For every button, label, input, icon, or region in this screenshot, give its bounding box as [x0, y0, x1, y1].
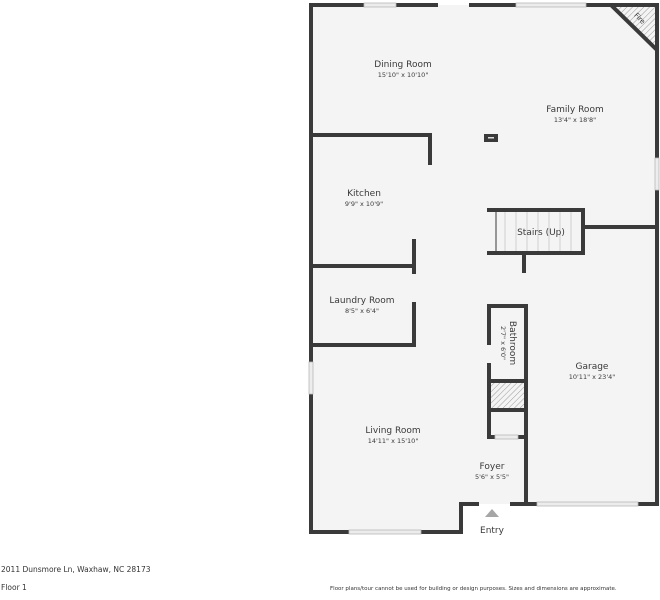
room-label-laundry: Laundry Room 8'5" x 6'4" [329, 296, 394, 315]
svg-text:15'10" x 10'10": 15'10" x 10'10" [378, 71, 429, 79]
room-label-garage: Garage 10'11" x 23'4" [569, 362, 615, 381]
svg-text:2'7" x 6'0": 2'7" x 6'0" [499, 326, 507, 360]
room-label-dining: Dining Room 15'10" x 10'10" [374, 60, 432, 79]
svg-text:Family Room: Family Room [546, 105, 603, 115]
floor-label: Floor 1 [1, 583, 27, 592]
fireplace: Fire [606, 3, 659, 55]
room-label-stairs: Stairs (Up) [517, 228, 565, 238]
svg-text:9'9" x 10'9": 9'9" x 10'9" [345, 200, 383, 208]
disclaimer: Floor plans/tour cannot be used for buil… [330, 586, 617, 592]
svg-text:Stairs (Up): Stairs (Up) [517, 228, 565, 238]
room-label-foyer: Foyer 5'6" x 5'5" [475, 462, 509, 481]
svg-text:5'6" x 5'5": 5'6" x 5'5" [475, 473, 509, 481]
svg-text:13'4" x 18'8": 13'4" x 18'8" [554, 116, 596, 124]
svg-text:8'5" x 6'4": 8'5" x 6'4" [345, 307, 379, 315]
svg-text:Laundry Room: Laundry Room [329, 296, 394, 306]
floor-area [311, 5, 657, 532]
room-label-living: Living Room 14'11" x 15'10" [365, 426, 420, 445]
property-address: 2011 Dunsmore Ln, Waxhaw, NC 28173 [1, 565, 151, 574]
svg-text:Bathroom: Bathroom [507, 321, 517, 365]
svg-text:Kitchen: Kitchen [347, 189, 381, 199]
svg-text:Garage: Garage [576, 362, 609, 372]
entry-label: Entry [480, 526, 505, 536]
room-label-kitchen: Kitchen 9'9" x 10'9" [345, 189, 383, 208]
closet-hatch [491, 383, 524, 408]
svg-text:Living Room: Living Room [365, 426, 420, 436]
room-label-family: Family Room 13'4" x 18'8" [546, 105, 603, 124]
windows [308, 2, 660, 535]
room-label-bathroom: Bathroom 2'7" x 6'0" [499, 321, 517, 365]
svg-text:14'11" x 15'10": 14'11" x 15'10" [368, 437, 419, 445]
walls [309, 3, 659, 534]
svg-text:Foyer: Foyer [480, 462, 505, 472]
svg-text:10'11" x 23'4": 10'11" x 23'4" [569, 373, 615, 381]
entry-arrow-icon [485, 509, 499, 517]
floor-plan: Fire Dining Room 15'10" x 10'10" Family … [308, 2, 660, 536]
svg-text:Dining Room: Dining Room [374, 60, 432, 70]
